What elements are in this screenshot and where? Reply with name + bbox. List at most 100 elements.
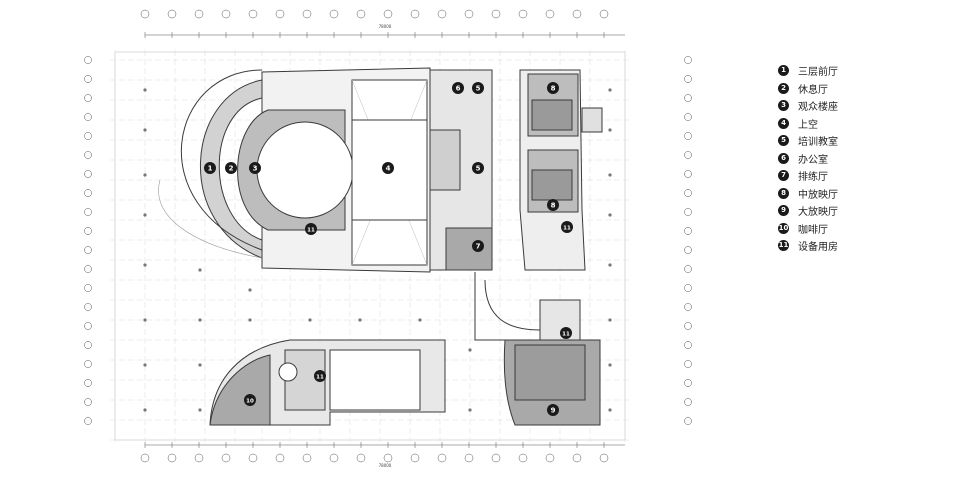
room-label: 8 (547, 82, 559, 94)
legend-label: 设备用房 (798, 242, 838, 254)
column-dot (468, 408, 472, 412)
column-dot (608, 128, 612, 132)
grid-bubble-right (684, 303, 692, 311)
grid-bubble-left (84, 398, 92, 406)
bridge-outline (474, 272, 540, 341)
grid-bubble-left (84, 75, 92, 83)
grid-bubble (275, 453, 285, 463)
column-dot (143, 173, 147, 177)
legend-number: 3 (778, 100, 789, 112)
room-label-circle (382, 162, 394, 174)
grid-bubble (572, 453, 582, 463)
theatre-block (200, 67, 493, 273)
room-label: 5 (472, 162, 484, 174)
legend-label: 中放映厅 (798, 189, 838, 201)
grid-bubble-right (684, 379, 692, 387)
grid-bubble (356, 453, 366, 463)
grid-bubble (329, 453, 339, 463)
grid-bubble-right (684, 284, 692, 292)
room-label: 11 (560, 327, 572, 339)
legend-item: 11 设备用房 (778, 237, 838, 255)
legend-number: 1 (778, 65, 789, 77)
legend-label: 休息厅 (798, 84, 828, 96)
grid-bubble-left (84, 379, 92, 387)
column-dot (608, 363, 612, 367)
legend-label: 排练厅 (798, 172, 828, 184)
grid-bubble (275, 9, 285, 19)
legend-number: 5 (778, 135, 789, 147)
grid-bubble-left (84, 360, 92, 368)
grid-bubble (356, 9, 366, 19)
column-dot (143, 318, 147, 322)
grid-bubble-right (684, 398, 692, 406)
room-label-circle (547, 404, 559, 416)
column-dot (143, 263, 147, 267)
grid-bubble-right (684, 208, 692, 216)
room-label: 4 (382, 162, 394, 174)
grid-bubble-left (84, 341, 92, 349)
room-label: 1 (204, 162, 216, 174)
legend-number: 2 (778, 82, 789, 94)
legend-label: 观众楼座 (798, 102, 838, 114)
foyer-curve (180, 69, 263, 251)
grid-bubble (194, 9, 204, 19)
room-label: 11 (314, 370, 326, 382)
column-dot (198, 408, 202, 412)
grid-bubble-right (684, 113, 692, 121)
arc-path (158, 179, 263, 259)
grid-bubble (545, 9, 555, 19)
room-label-circle (547, 82, 559, 94)
legend-label: 三层前厅 (798, 67, 838, 79)
legend-number: 9 (778, 205, 789, 217)
room-label: 3 (249, 162, 261, 174)
grid-bubble (383, 453, 393, 463)
grid-bubble-right (684, 227, 692, 235)
legend-number: 4 (778, 117, 789, 129)
column-dot (608, 263, 612, 267)
room-label-number: 1 (208, 164, 213, 172)
legend-number: 7 (778, 170, 789, 182)
grid-bubble (464, 9, 474, 19)
column-dot (308, 318, 312, 322)
column-dot (468, 348, 472, 352)
column-dot (608, 318, 612, 322)
structural-columns (143, 88, 612, 412)
legend-label: 上空 (798, 119, 818, 131)
legend-label: 办公室 (798, 154, 828, 166)
dimension-chains (84, 9, 692, 463)
room-label: 10 (244, 394, 256, 406)
grid-bubble-right (684, 132, 692, 140)
column-dot (248, 288, 252, 292)
room-label: 11 (561, 221, 573, 233)
grid-bubble (302, 9, 312, 19)
grid-bubble-left (84, 132, 92, 140)
legend-number: 11 (778, 240, 789, 252)
room-label-number: 2 (229, 164, 234, 172)
column-dot (143, 363, 147, 367)
grid-bubble (410, 453, 420, 463)
grid-bubble-right (684, 75, 692, 83)
grid-bubble-right (684, 189, 692, 197)
bridge-curve (484, 279, 541, 331)
room-label-number: 10 (246, 398, 254, 404)
grid-bubble-left (84, 265, 92, 273)
grid-bubble (599, 453, 609, 463)
room-label-number: 11 (316, 374, 324, 380)
legend-number: 6 (778, 152, 789, 164)
legend-item: 7 排练厅 (778, 167, 838, 185)
room-label-circle (314, 370, 326, 382)
column-dot (198, 318, 202, 322)
lower-block (209, 339, 446, 426)
grid-bubble (518, 453, 528, 463)
column-dot (608, 173, 612, 177)
room-label-circle (472, 240, 484, 252)
grid-bubble (221, 453, 231, 463)
room-label-number: 9 (551, 406, 556, 414)
legend-number: 10 (778, 222, 789, 234)
legend-item: 3 观众楼座 (778, 97, 838, 115)
